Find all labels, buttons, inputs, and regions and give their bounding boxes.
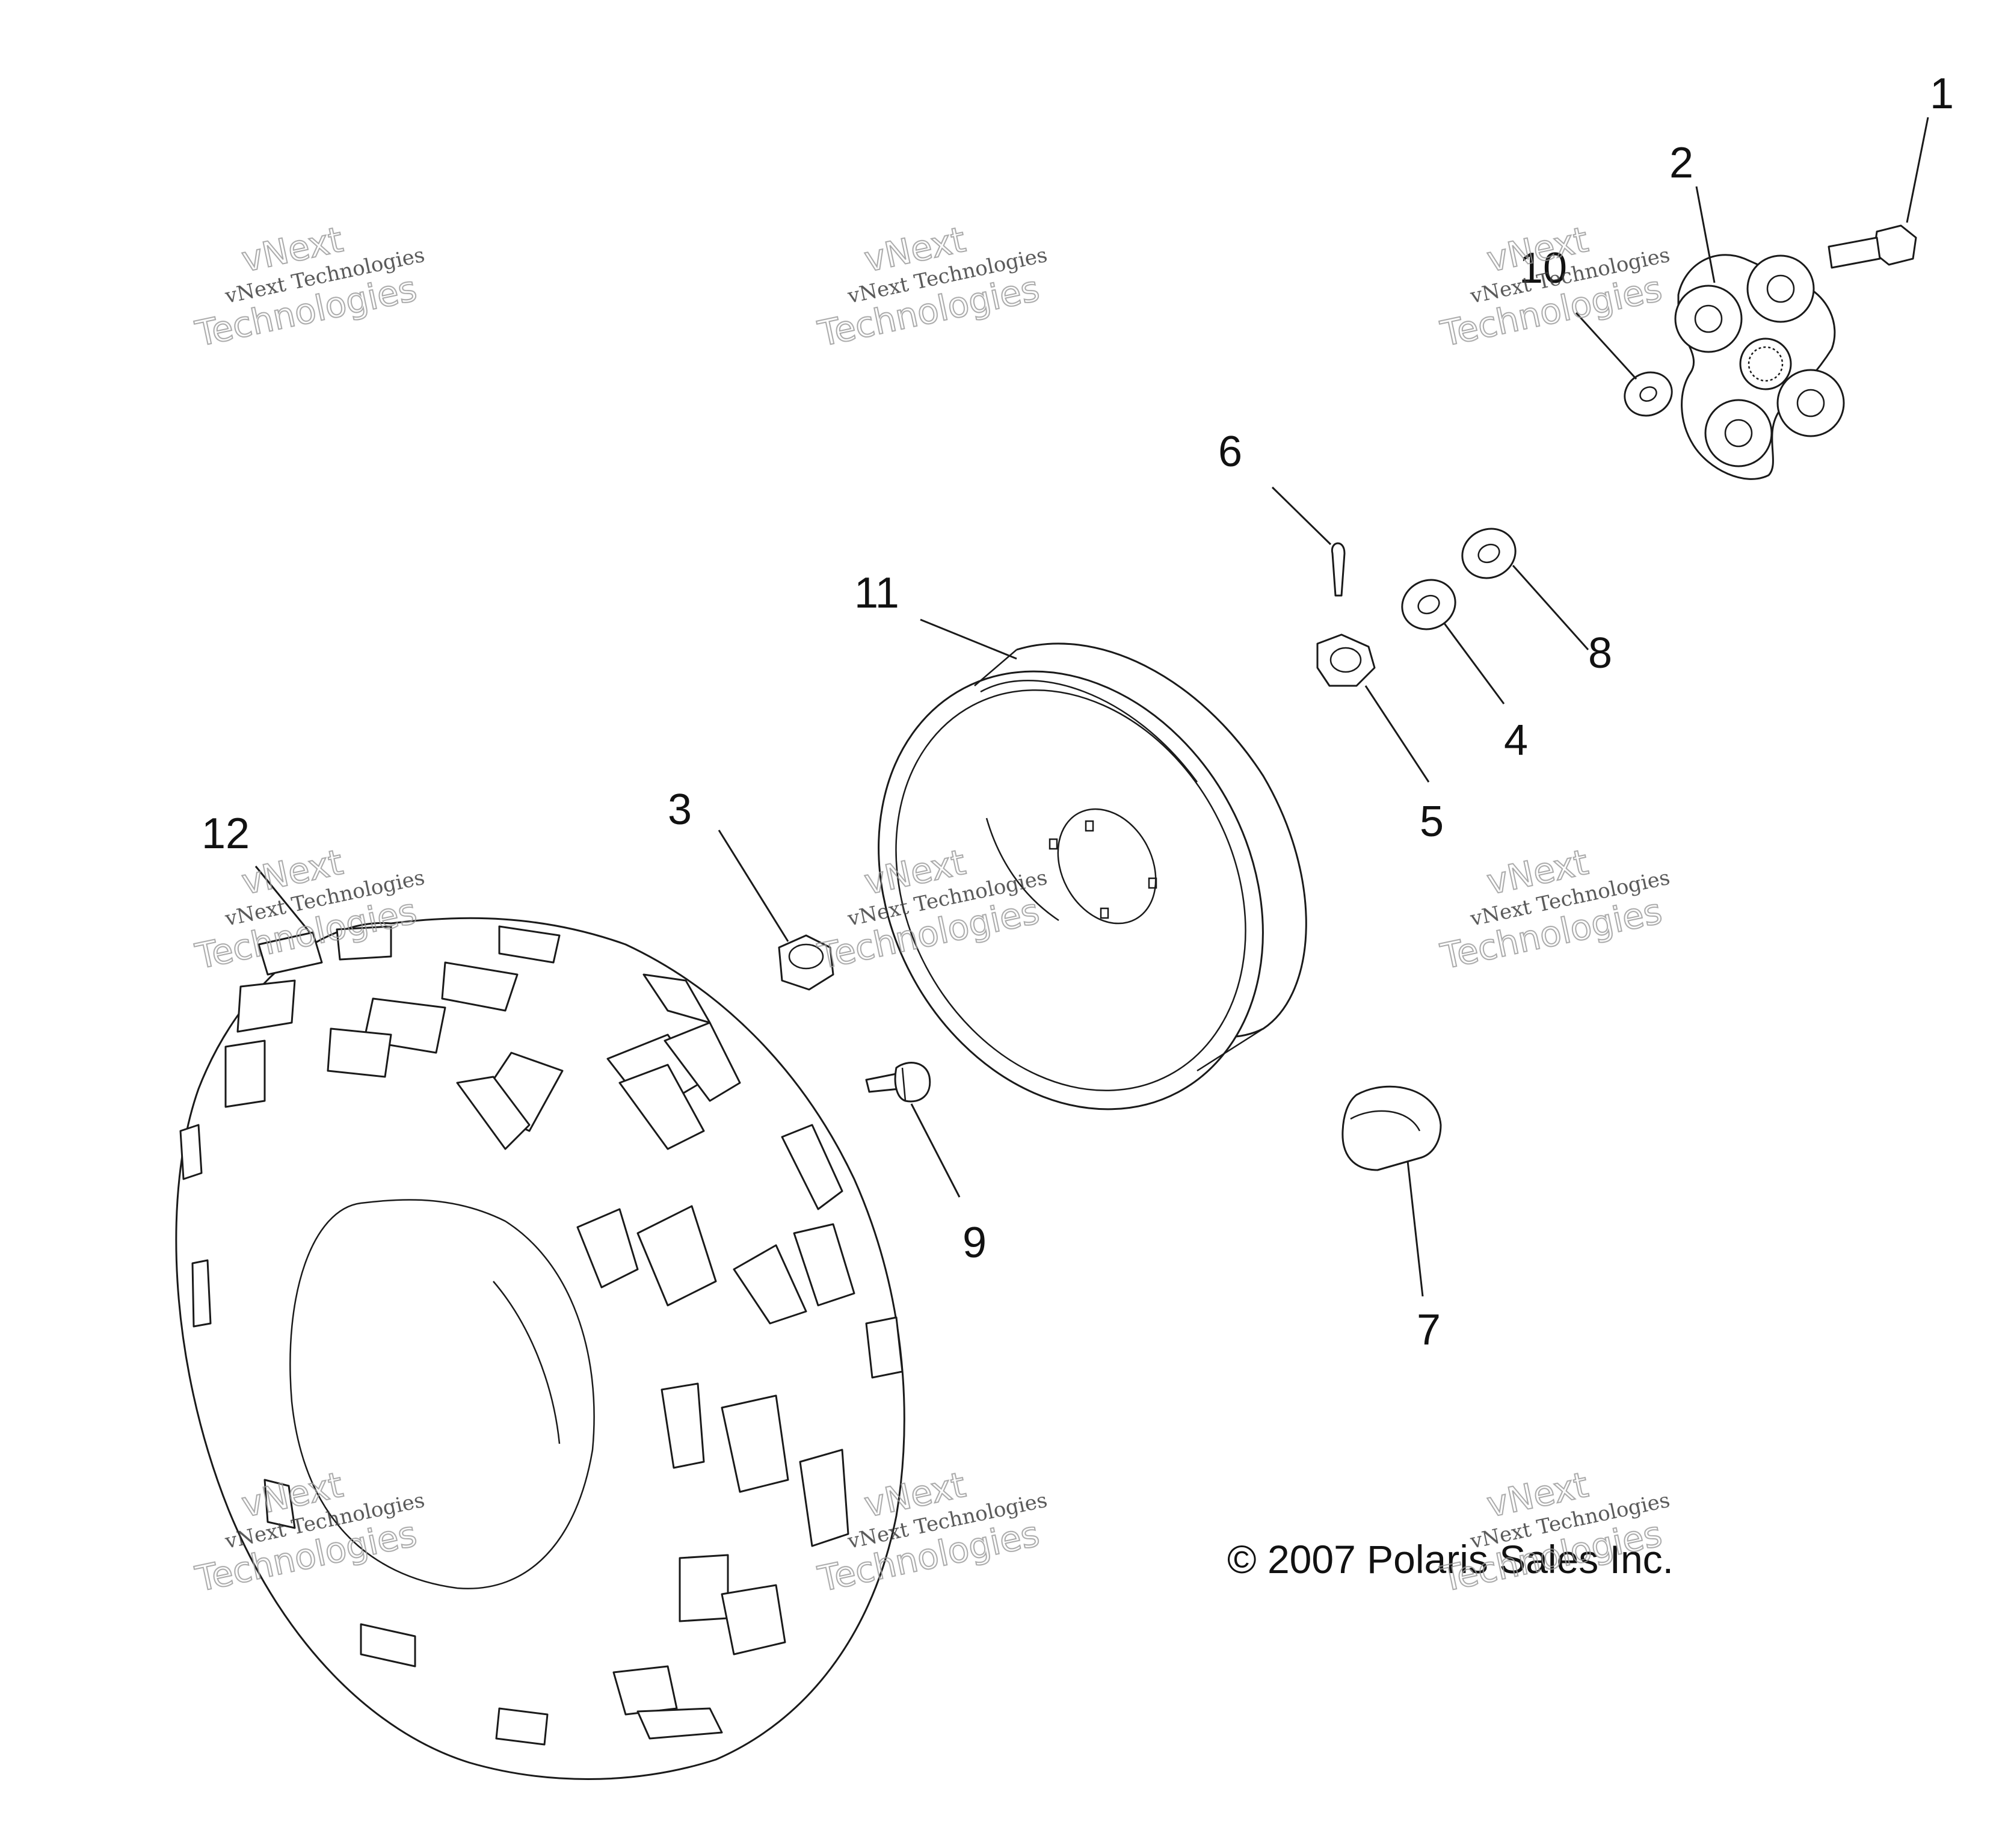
callout-10: 10 xyxy=(1519,244,1567,292)
watermark: vNext vNext Technologies Technologies xyxy=(1437,841,1672,978)
callout-4: 4 xyxy=(1504,716,1528,765)
copyright-notice: © 2007 Polaris Sales Inc. xyxy=(1227,1537,1674,1582)
washer-4 xyxy=(1401,579,1456,630)
callout-8: 8 xyxy=(1588,629,1612,677)
callout-labels: 1 2 10 6 11 8 4 5 3 12 9 7 xyxy=(202,70,1954,1354)
callout-7: 7 xyxy=(1417,1306,1441,1354)
hub-cap xyxy=(1341,1085,1442,1171)
callout-6: 6 xyxy=(1218,428,1242,476)
callout-11: 11 xyxy=(854,569,899,617)
hub xyxy=(1674,254,1845,480)
callout-12: 12 xyxy=(202,810,250,858)
watermark: vNext vNext Technologies Technologies xyxy=(1437,218,1672,355)
wheel-rim xyxy=(878,642,1307,1110)
washer-8 xyxy=(1461,528,1517,579)
watermark: vNext vNext Technologies Technologies xyxy=(191,218,427,355)
lug-nut xyxy=(778,934,834,991)
bolt xyxy=(1828,224,1917,269)
watermark: vNext vNext Technologies Technologies xyxy=(814,218,1050,355)
callout-2: 2 xyxy=(1669,139,1693,187)
callout-5: 5 xyxy=(1420,798,1444,846)
tread-blocks xyxy=(179,925,904,1746)
castle-nut xyxy=(1316,633,1376,687)
valve-stem xyxy=(865,1062,931,1103)
callout-9: 9 xyxy=(962,1219,987,1267)
callout-1: 1 xyxy=(1930,70,1954,118)
callout-3: 3 xyxy=(668,786,692,834)
washer-10 xyxy=(1624,371,1673,417)
cotter-pin xyxy=(1331,542,1346,597)
leader-lines xyxy=(254,117,1929,1297)
tire xyxy=(175,917,905,1780)
